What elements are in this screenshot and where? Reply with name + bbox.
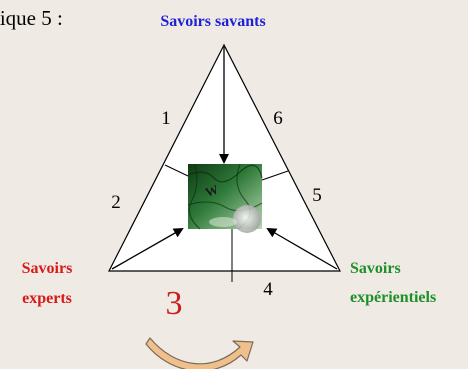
edge-number-4: 4 bbox=[263, 279, 273, 300]
arrow-from-left bbox=[111, 228, 184, 270]
bottom-number: 3 bbox=[166, 285, 183, 322]
header-text: tique 5 : bbox=[0, 6, 63, 30]
edge-number-6: 6 bbox=[273, 108, 283, 129]
inner-line-left bbox=[164, 164, 189, 177]
pole-label-top: Savoirs savants bbox=[160, 13, 265, 30]
arrow-from-right bbox=[266, 227, 338, 270]
pole-label-left-line1: Savoirs bbox=[22, 260, 73, 277]
edge-number-2: 2 bbox=[111, 192, 121, 213]
pole-label-left-line2: experts bbox=[22, 290, 72, 307]
pole-label-right-line2: expérientiels bbox=[350, 289, 436, 306]
edge-number-1: 1 bbox=[161, 108, 171, 129]
curved-arrow-icon bbox=[145, 337, 254, 369]
inner-line-right bbox=[261, 170, 289, 181]
pole-label-right-line1: Savoirs bbox=[350, 260, 401, 277]
wikipedia-puzzle-globe-icon: W bbox=[187, 163, 263, 233]
svg-text:W: W bbox=[203, 181, 220, 200]
edge-number-5: 5 bbox=[312, 185, 322, 206]
